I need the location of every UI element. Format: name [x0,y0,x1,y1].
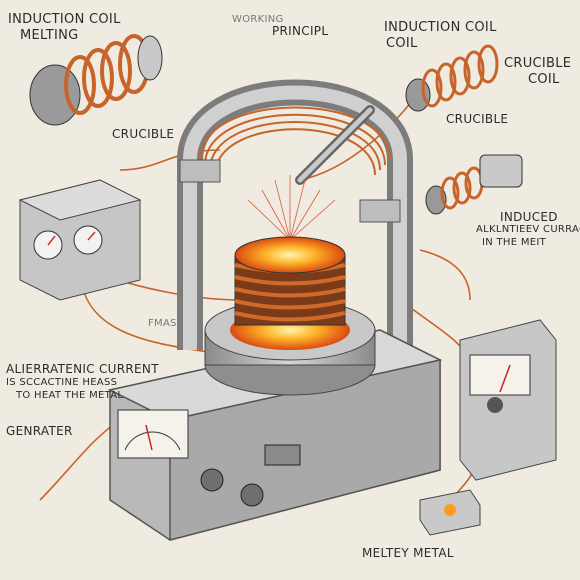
label-induction-coil-melting-1: INDUCTION COIL [8,12,121,27]
heat-rays [247,175,336,241]
label-alternating-2: IS SCCACTINE HEASS [6,377,118,388]
probe-arm [295,105,375,185]
label-working: WORKING [232,14,284,25]
label-principle: PRINCIPL [272,24,329,38]
label-alternating-3: TO HEAT THE METAL [16,390,124,401]
generator-box [18,179,142,301]
label-induced-3: IN THE MEIT [482,237,547,248]
label-meltey-metal: MELTEY METAL [362,546,454,560]
label-crucible-right: CRUCIBLE [446,112,509,126]
label-small: FMAS [148,318,177,329]
melt-sample-box [419,489,481,536]
label-crucible-coil-1: CRUCIBLE [504,56,572,71]
arch-frame [177,79,413,350]
crucible-icon [204,236,376,396]
label-crucible-left: CRUCIBLE [112,127,175,141]
meter-box [459,319,557,481]
label-induced-2: ALKLNTIEEV CURRACT [476,224,580,235]
label-induction-coil-melting-2: MELTING [20,28,79,43]
coil-icon [29,34,163,126]
label-induction-coil-right-2: COIL [386,36,418,51]
label-generator: GENRATER [6,424,73,438]
coil-right-icon [405,44,523,215]
knob-icon [200,444,301,507]
label-induction-coil-right-1: INDUCTION COIL [384,20,497,35]
gauge-icon [117,409,189,459]
label-induced-1: INDUCED [500,210,558,224]
label-alternating-1: ALIERRATENIC CURRENT [6,362,159,376]
label-crucible-coil-2: COIL [528,72,560,87]
